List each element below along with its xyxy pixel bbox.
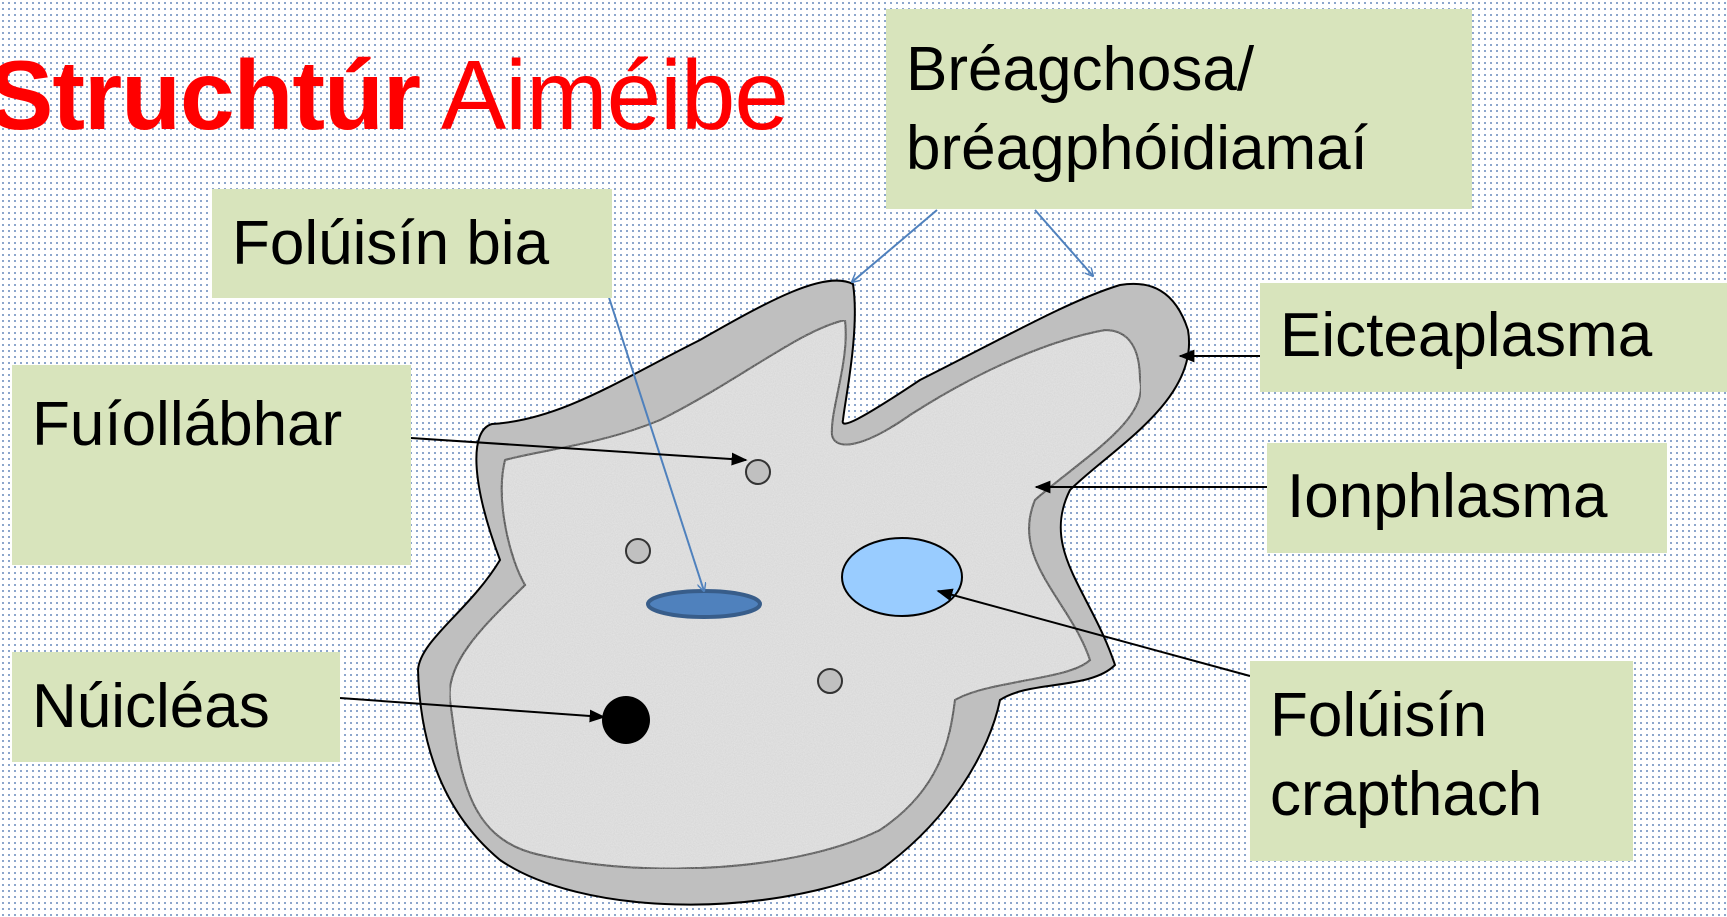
label-nucleus-text: Núicléas (32, 668, 320, 747)
label-pseudopodia: Bréagchosa/ bréagphóidiamaí (886, 9, 1472, 209)
waste-particle (818, 669, 842, 693)
label-contractile-vacuole: Folúisín crapthach (1250, 661, 1633, 861)
pointer-pseudopodia-left (852, 210, 937, 282)
label-contractile-vacuole-line2: crapthach (1270, 756, 1613, 835)
label-nucleus: Núicléas (12, 652, 340, 762)
nucleus (602, 696, 650, 744)
title-word-1: Struchtúr (0, 40, 420, 150)
label-endoplasm: Ionphlasma (1267, 443, 1667, 553)
waste-particle (626, 539, 650, 563)
label-ectoplasm-text: Eicteaplasma (1280, 297, 1707, 376)
title-word-2: Aiméibe (441, 40, 788, 150)
waste-particle (746, 460, 770, 484)
endoplasm-layer (450, 320, 1141, 869)
label-endoplasm-text: Ionphlasma (1287, 458, 1647, 537)
label-waste-text: Fuíollábhar (32, 386, 391, 465)
label-pseudopodia-line2: bréagphóidiamaí (906, 110, 1452, 189)
pointer-pseudopodia-right (1035, 210, 1093, 276)
label-food-vacuole: Folúisín bia (212, 189, 612, 298)
label-food-vacuole-text: Folúisín bia (232, 205, 592, 284)
page-title: Struchtúr Aiméibe (0, 46, 788, 144)
label-pseudopodia-line1: Bréagchosa/ (906, 31, 1452, 110)
label-ectoplasm: Eicteaplasma (1260, 283, 1727, 392)
label-contractile-vacuole-line1: Folúisín (1270, 677, 1613, 756)
label-waste: Fuíollábhar (12, 365, 411, 565)
contractile-vacuole (842, 538, 962, 616)
food-vacuole (648, 591, 760, 617)
